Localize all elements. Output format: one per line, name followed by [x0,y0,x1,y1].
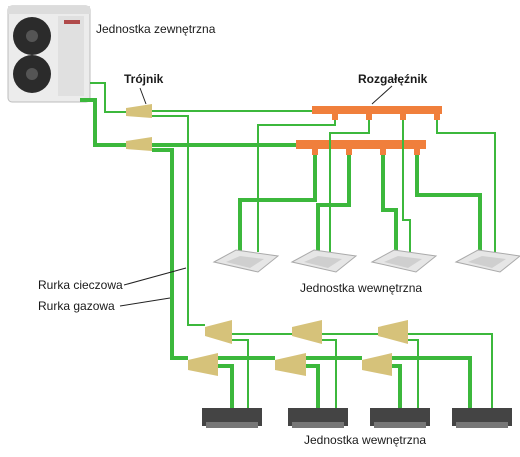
distributor-header-liquid [312,106,442,120]
tee-fitting [378,320,408,344]
distributor-callout-line [371,85,393,105]
outdoor-unit-image [7,5,91,103]
duct-unit [288,408,348,428]
tee-callout-line [139,87,147,105]
tee-label: Trójnik [124,72,164,86]
cassette-branches [238,120,496,256]
tee-fitting [188,353,218,376]
liquid-pipe-callout-line [123,267,187,286]
cassette-unit [370,249,438,273]
tee-fitting-gas [126,137,152,151]
tee-fitting [205,320,232,344]
indoor-unit-duct-label: Jednostka wewnętrzna [304,433,427,447]
indoor-unit-cassette-label: Jednostka wewnętrzna [300,281,423,295]
duct-unit [202,408,262,428]
main-pipes [80,82,126,147]
tee-fitting [362,353,392,376]
gas-pipe-callout-line [119,297,171,307]
tee-fitting-liquid [126,104,152,118]
duct-unit [452,408,512,428]
tee-fitting [275,353,306,376]
liquid-pipe-label: Rurka cieczowa [38,278,123,292]
cassette-unit [212,249,280,273]
duct-branches [188,324,493,408]
cassette-unit [290,249,358,273]
outdoor-unit-label: Jednostka zewnętrzna [96,22,216,36]
distributor-header-gas [296,140,426,155]
duct-unit [370,408,430,428]
gas-pipe-label: Rurka gazowa [38,299,115,313]
distributor-label: Rozgałęźnik [358,72,428,86]
cassette-unit [454,249,520,273]
tee-fitting [292,320,322,344]
